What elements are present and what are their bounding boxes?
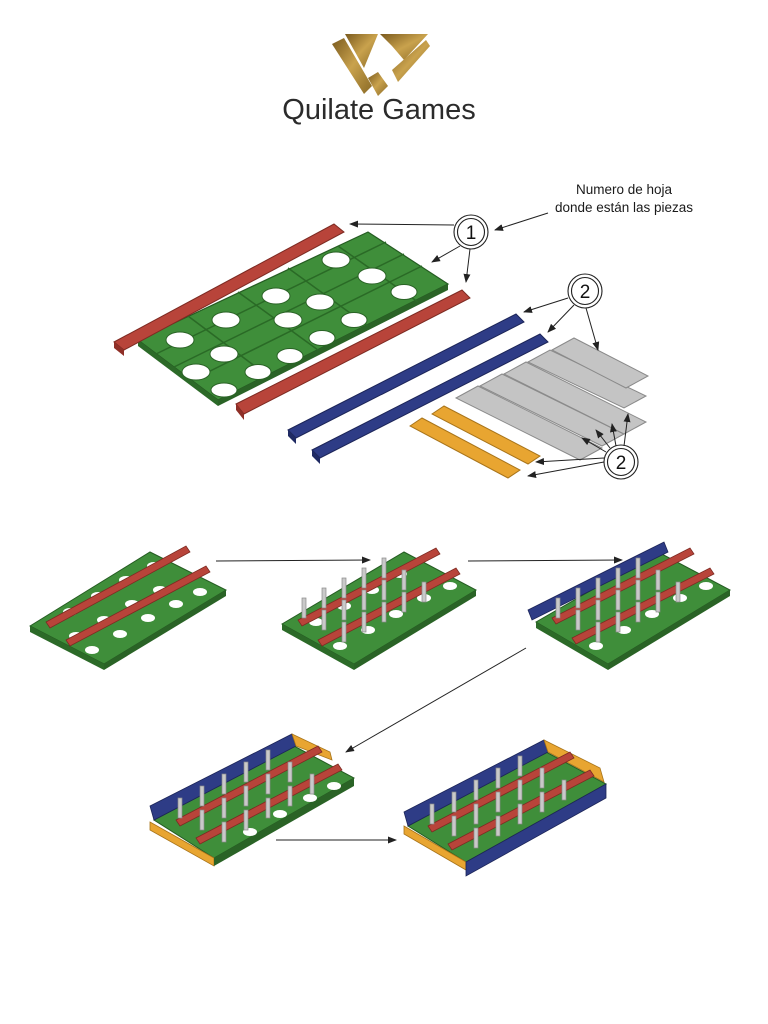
sheet-note-line2: donde están las piezas	[555, 200, 693, 215]
assembly-step-1	[28, 545, 228, 670]
step-arrows	[215, 556, 623, 844]
assembly-step-3	[527, 541, 732, 670]
green-board-exploded	[136, 231, 450, 406]
blue-rail-lower	[311, 333, 549, 464]
sheet-two-number-bottom: 2	[616, 453, 627, 474]
callout-arrows	[349, 212, 631, 478]
orange-end-lower	[409, 417, 521, 479]
assembly-step-4	[149, 733, 356, 867]
orange-end-upper	[431, 405, 541, 465]
assembly-step-5	[403, 739, 608, 877]
blue-rail-upper	[287, 313, 525, 444]
sheet-two-number-top: 2	[580, 282, 591, 303]
red-rail-right	[235, 289, 471, 420]
sheet-one-callout: 1	[453, 214, 489, 250]
red-rail-left	[113, 223, 345, 356]
sheet-one-number: 1	[466, 223, 477, 244]
gray-dividers-exploded	[454, 337, 650, 461]
diamond-logo-icon	[332, 34, 430, 96]
assembly-step-2	[280, 547, 478, 670]
sheet-two-callout-top: 2	[567, 273, 603, 309]
brand-name: Quilate Games	[282, 94, 475, 126]
sheet-two-callout-bottom: 2	[603, 444, 639, 480]
sheet-note-line1: Numero de hoja	[576, 182, 673, 197]
